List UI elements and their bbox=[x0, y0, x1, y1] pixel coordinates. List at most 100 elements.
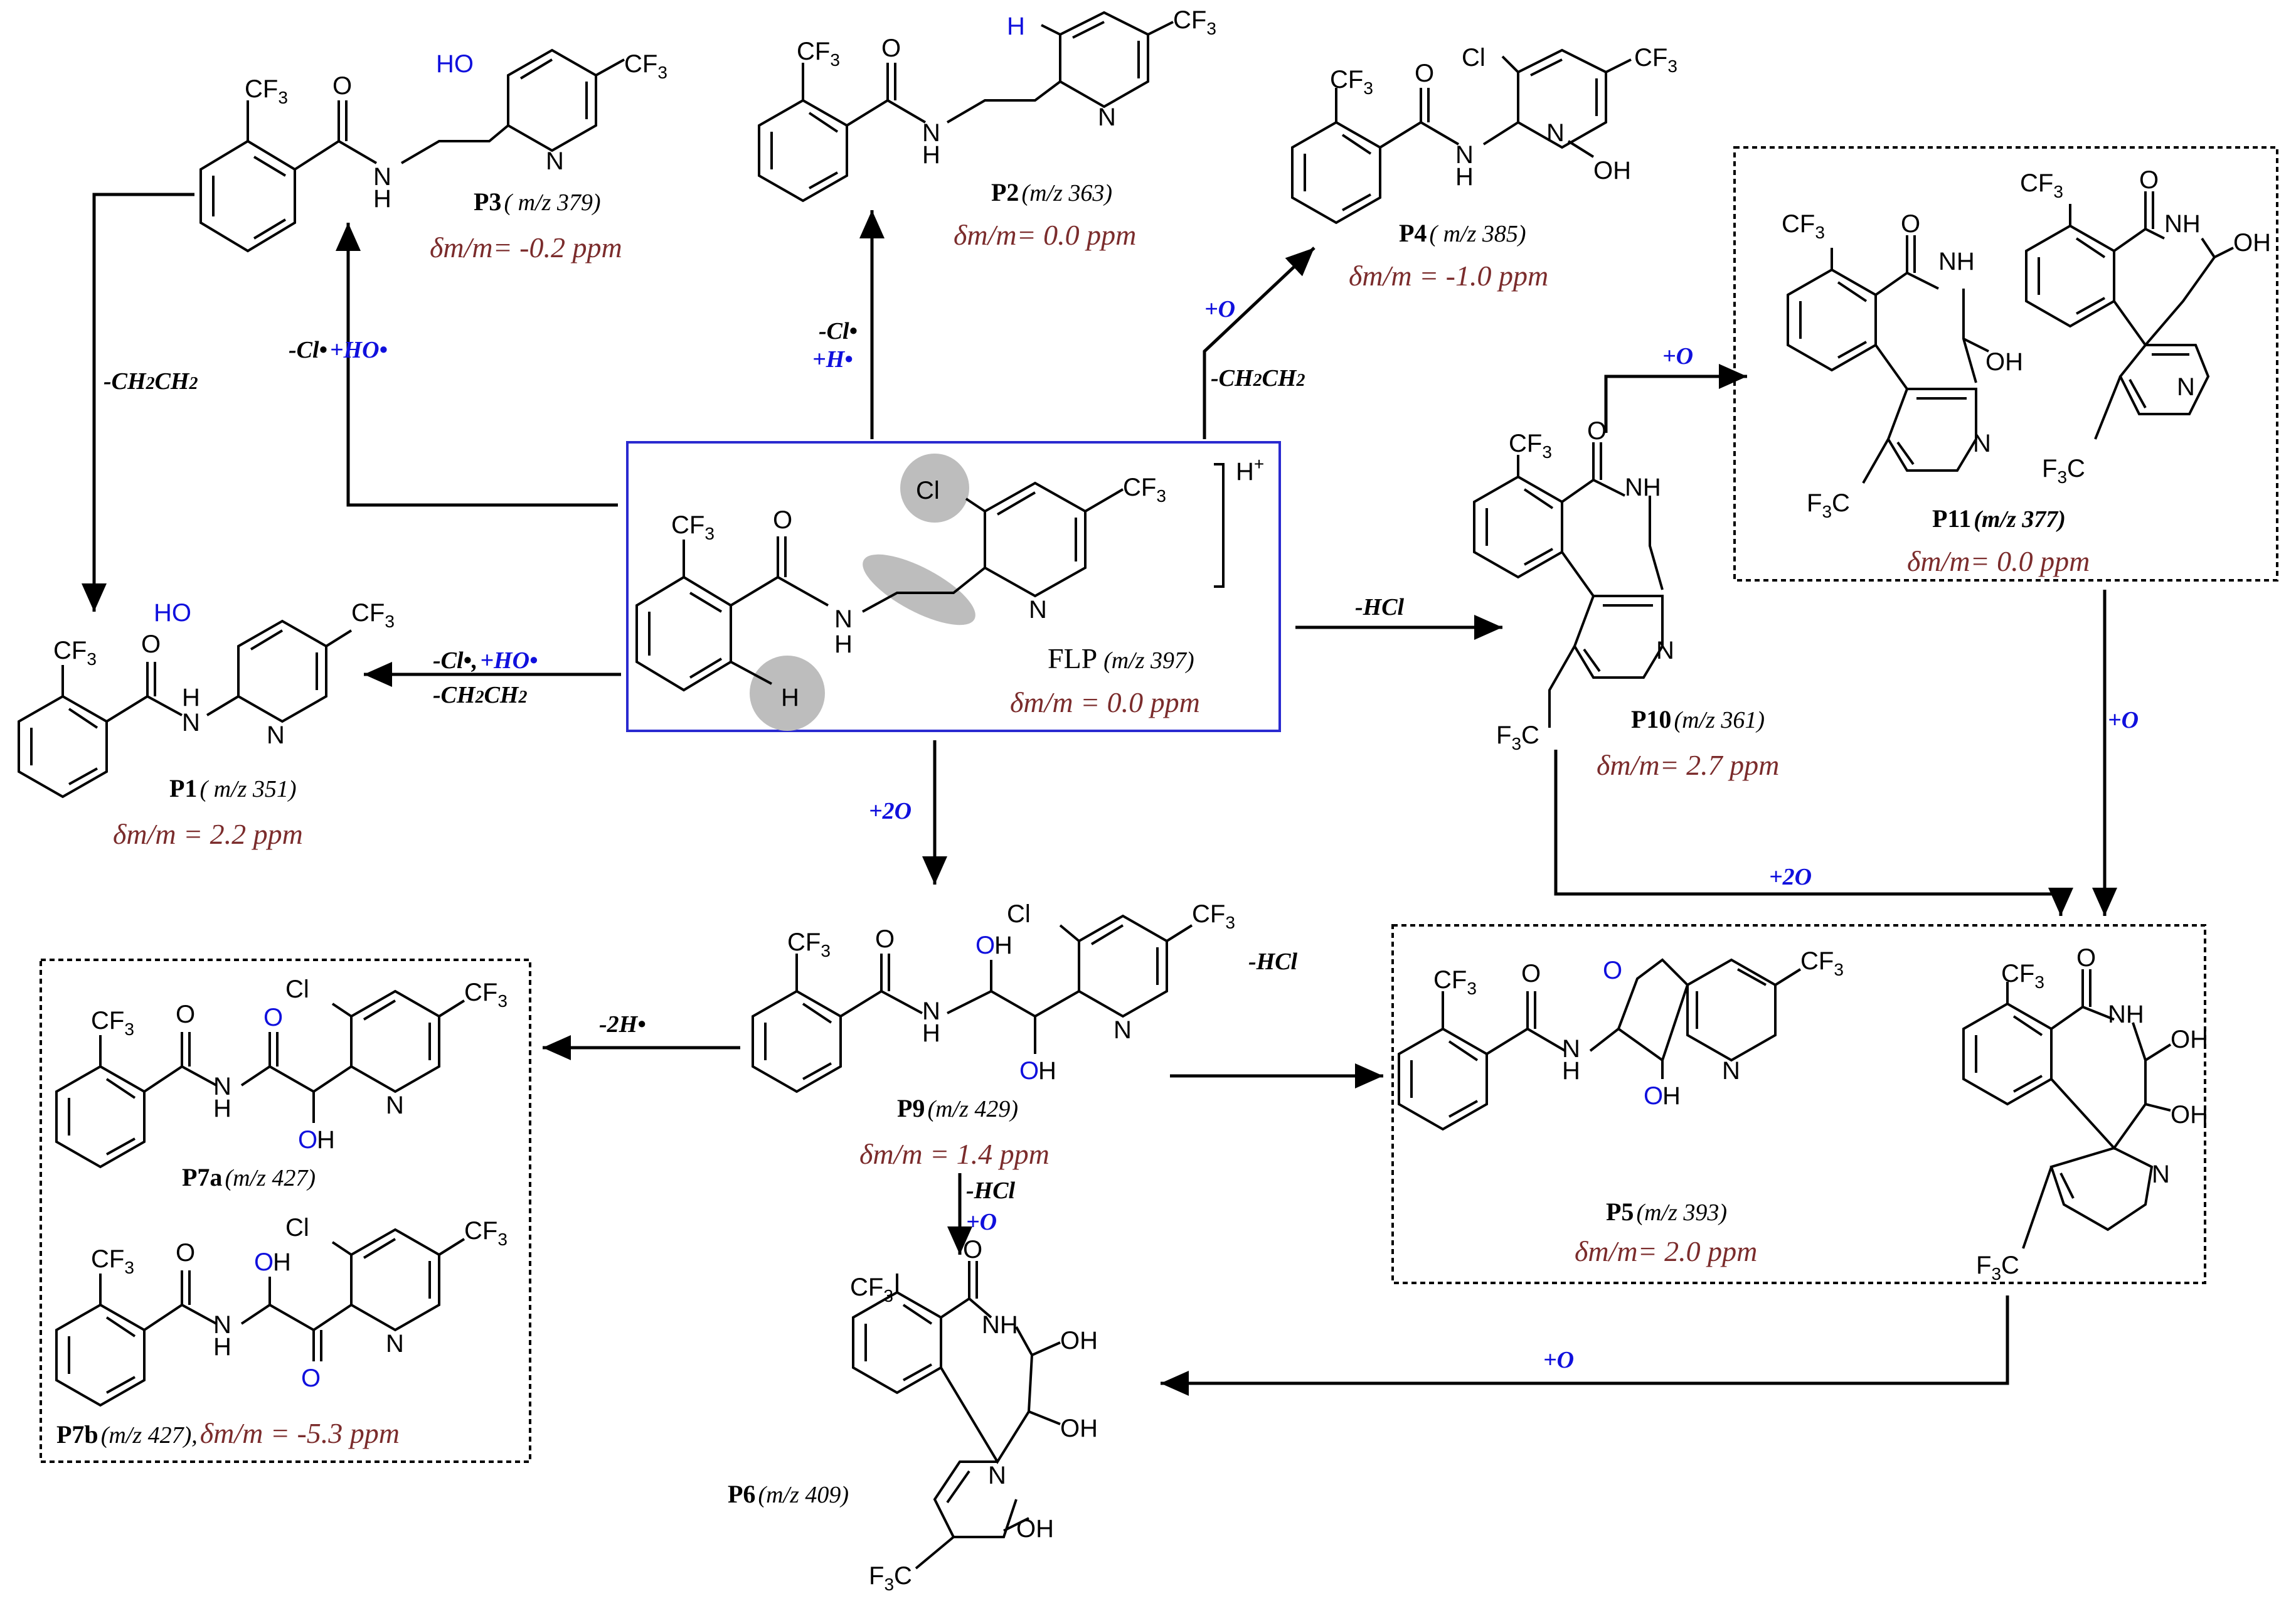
p5-ppm: δm/m= 2.0 ppm bbox=[1575, 1235, 1757, 1267]
svg-text:O: O bbox=[254, 1248, 274, 1276]
cl-highlight bbox=[900, 454, 969, 523]
svg-text:H: H bbox=[922, 141, 940, 169]
flp-label: FLP (m/z 397) bbox=[1048, 642, 1194, 674]
svg-text:H: H bbox=[834, 630, 853, 658]
svg-text:HO: HO bbox=[436, 50, 474, 78]
svg-text:F3C: F3C bbox=[869, 1562, 912, 1594]
svg-text:CF3: CF3 bbox=[850, 1274, 893, 1306]
svg-text:CF3: CF3 bbox=[464, 1217, 508, 1249]
svg-text:H: H bbox=[213, 1333, 231, 1361]
p9-structure: CF3 O NH N Cl CF3 OH OH bbox=[752, 900, 1235, 1093]
svg-text:O: O bbox=[1415, 60, 1434, 87]
svg-text:O: O bbox=[176, 1001, 195, 1028]
svg-text:N: N bbox=[267, 721, 285, 749]
p2-structure: CF3 O NH N H CF3 bbox=[758, 6, 1216, 203]
p5-box bbox=[1391, 924, 2206, 1284]
svg-text:CF3: CF3 bbox=[91, 1007, 134, 1039]
p7a-structure: CF3 O O NH N Cl CF3 OH bbox=[55, 976, 508, 1169]
svg-text:N: N bbox=[546, 147, 564, 175]
svg-text:H+: H+ bbox=[1236, 454, 1264, 486]
h-highlight bbox=[750, 656, 825, 731]
svg-text:OH: OH bbox=[2233, 229, 2271, 257]
svg-text:Cl: Cl bbox=[1462, 44, 1485, 72]
svg-text:CF3: CF3 bbox=[464, 979, 508, 1011]
cond-ch2ch2-p3-p1: -CH2CH2 bbox=[104, 368, 198, 395]
svg-text:O: O bbox=[1587, 417, 1607, 445]
flp-ppm: δm/m = 0.0 ppm bbox=[1010, 686, 1200, 718]
svg-text:F3C: F3C bbox=[1496, 721, 1539, 753]
cond-o-p4: +O bbox=[1204, 296, 1235, 322]
svg-text:Cl: Cl bbox=[1007, 900, 1031, 928]
svg-text:N: N bbox=[922, 997, 940, 1025]
p7b-structure: CF3 O NH OH O N Cl CF3 bbox=[55, 1214, 508, 1407]
svg-text:N: N bbox=[182, 709, 200, 737]
svg-text:OH: OH bbox=[1593, 157, 1631, 184]
svg-text:H: H bbox=[922, 1019, 940, 1047]
p5-label: P5 (m/z 393) bbox=[1606, 1198, 1727, 1226]
p5a-structure: CF3 O NH O N CF3 OH bbox=[1398, 947, 1844, 1131]
p1-label: P1 ( m/z 351) bbox=[169, 774, 297, 802]
svg-text:CF3: CF3 bbox=[1330, 66, 1373, 98]
p1-ppm: δm/m = 2.2 ppm bbox=[113, 818, 303, 850]
svg-text:H: H bbox=[994, 932, 1012, 959]
cond-o-p6: +O bbox=[966, 1209, 997, 1235]
cond-hcl-p6: -HCl bbox=[966, 1178, 1016, 1204]
cond-2o-p10-p5: +2O bbox=[1769, 864, 1812, 890]
p3-structure: CF3 O NH N HO CF3 bbox=[199, 48, 667, 253]
p10-label: P10 (m/z 361) bbox=[1631, 705, 1765, 733]
svg-text:N: N bbox=[2152, 1161, 2170, 1188]
svg-text:N: N bbox=[1973, 430, 1991, 457]
svg-text:H: H bbox=[1038, 1057, 1056, 1085]
p7b-label: P7b (m/z 427), δm/m = -5.3 ppm bbox=[56, 1417, 400, 1449]
arrow-flp-to-p4 bbox=[1203, 247, 1315, 439]
svg-text:CF3: CF3 bbox=[1634, 44, 1677, 76]
flp-box bbox=[626, 441, 1281, 732]
cond-cl-ho-p3: -Cl• +HO• bbox=[289, 337, 388, 363]
svg-text:N: N bbox=[1562, 1035, 1580, 1063]
svg-text:H: H bbox=[373, 185, 391, 213]
ethyl-highlight bbox=[863, 554, 975, 625]
svg-text:O: O bbox=[2076, 944, 2096, 972]
svg-text:O: O bbox=[263, 1004, 283, 1031]
svg-text:CF3: CF3 bbox=[2020, 169, 2063, 201]
svg-text:CF3: CF3 bbox=[91, 1245, 134, 1277]
svg-text:NH: NH bbox=[1625, 474, 1661, 501]
svg-text:H: H bbox=[317, 1126, 335, 1154]
p2-label: P2 (m/z 363) bbox=[991, 178, 1112, 206]
p2-ppm: δm/m= 0.0 ppm bbox=[954, 219, 1136, 251]
svg-text:O: O bbox=[332, 72, 352, 100]
svg-text:N: N bbox=[1656, 637, 1674, 664]
svg-text:CF3: CF3 bbox=[1192, 900, 1235, 932]
svg-text:H: H bbox=[182, 684, 200, 711]
svg-text:CF3: CF3 bbox=[787, 928, 831, 960]
p6-structure: CF3 O NH OH OH N OH F3C bbox=[850, 1236, 1098, 1594]
svg-text:OH: OH bbox=[1016, 1515, 1054, 1543]
cond-o-p11-p5: +O bbox=[2108, 707, 2139, 733]
svg-text:O: O bbox=[1603, 957, 1622, 984]
svg-text:CF3: CF3 bbox=[245, 75, 288, 107]
svg-text:N: N bbox=[1113, 1016, 1132, 1044]
svg-text:H: H bbox=[781, 684, 799, 711]
p4-structure: CF3 O NH N Cl CF3 OH bbox=[1291, 44, 1677, 225]
arrow-p3-to-p1 bbox=[82, 193, 194, 612]
svg-text:O: O bbox=[141, 630, 161, 658]
svg-text:O: O bbox=[1521, 960, 1541, 987]
svg-text:CF3: CF3 bbox=[624, 50, 667, 82]
svg-text:O: O bbox=[1901, 210, 1920, 238]
p3-ppm: δm/m= -0.2 ppm bbox=[430, 231, 622, 263]
svg-text:Cl: Cl bbox=[916, 477, 940, 504]
p3-label: P3 ( m/z 379) bbox=[474, 188, 601, 216]
svg-text:O: O bbox=[963, 1236, 982, 1263]
svg-text:CF3: CF3 bbox=[671, 511, 715, 543]
svg-text:O: O bbox=[2139, 166, 2159, 194]
p6-label: P6 (m/z 409) bbox=[728, 1480, 849, 1508]
cond-2o-p9: +2O bbox=[869, 798, 911, 824]
p11a-structure: CF3 O NH OH N F3C bbox=[1782, 210, 2023, 521]
svg-text:N: N bbox=[373, 163, 391, 191]
svg-text:O: O bbox=[881, 35, 901, 62]
svg-text:N: N bbox=[2177, 373, 2195, 401]
svg-text:CF3: CF3 bbox=[53, 637, 97, 669]
p11b-structure: CF3 O NH OH N F3C bbox=[2020, 166, 2271, 487]
p11-ppm: δm/m= 0.0 ppm bbox=[1907, 545, 2090, 577]
arrows bbox=[82, 193, 2117, 1396]
